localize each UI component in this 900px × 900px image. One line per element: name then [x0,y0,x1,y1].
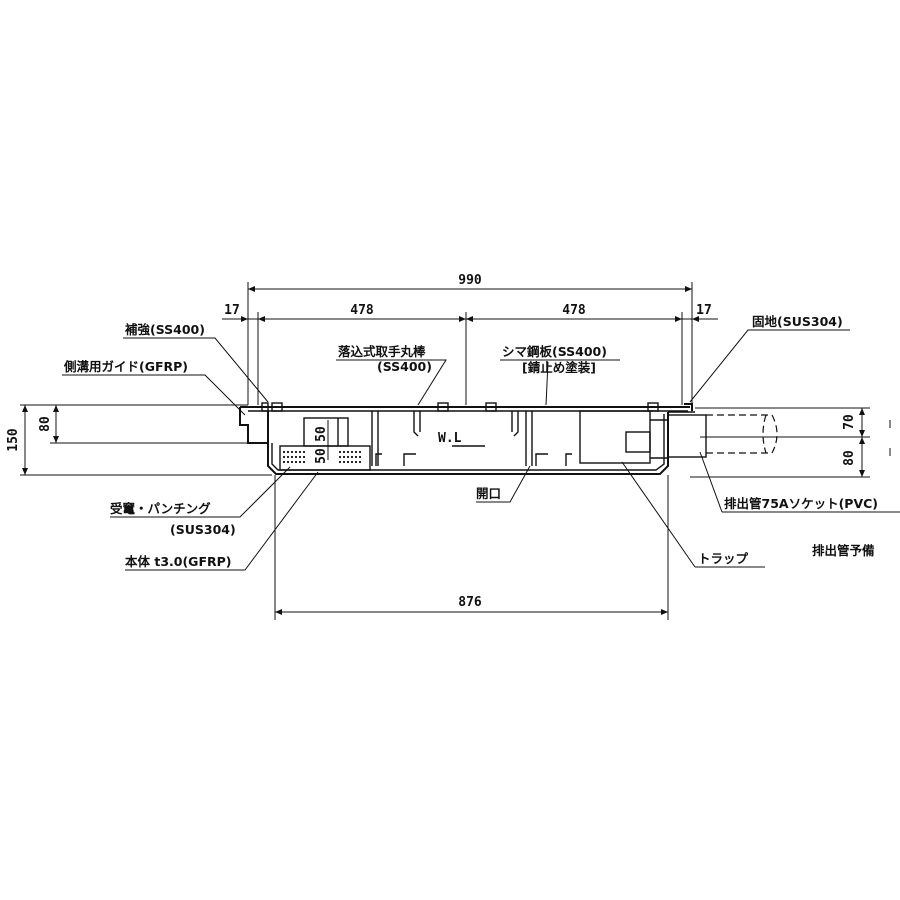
label-reinforcement: 補強(SS400) [124,322,205,337]
mesh-dot [294,460,298,464]
mesh-dot [290,450,294,454]
label-mesh: 受竃・パンチング [110,501,211,516]
dimension-top-spans: 17 478 478 17 [222,303,718,405]
mesh-dot [290,455,294,459]
dim-upper-depth: 80 [38,416,53,432]
mesh-dot [358,450,362,454]
mesh-dot [342,460,346,464]
dim-right-lower: 80 [842,450,857,466]
label-mesh-material: (SUS304) [170,522,236,537]
dim-left-span: 478 [350,303,374,318]
mesh-dot [298,450,302,454]
mesh-dot [354,450,358,454]
water-level-label: W.L [438,431,462,446]
dim-overall-width: 990 [458,273,482,288]
dim-bottom-width: 876 [458,595,482,610]
mesh-dot [282,450,286,454]
mesh-dot [350,450,354,454]
mesh-dot [358,455,362,459]
leader-lines [62,329,900,571]
mesh-dot [338,455,342,459]
dimension-inner: 50 50 [314,420,329,464]
dimension-right: 70 80 [690,407,891,478]
mesh-dot [338,460,342,464]
mesh-dot [302,450,306,454]
dim-right-flange: 17 [696,303,712,318]
mesh-dot [282,455,286,459]
mesh-dot [282,460,286,464]
label-drain-reserve: 排出管予備 [812,543,875,558]
mesh-dot [286,450,290,454]
mesh-dot [298,460,302,464]
mesh-dot [350,455,354,459]
label-handle-bar-material: (SS400) [377,359,432,374]
label-trap: トラップ [698,551,749,566]
dimension-left: 150 80 [6,404,272,476]
mesh-dot [302,460,306,464]
mesh-dot [346,455,350,459]
dim-total-height: 150 [6,428,21,452]
mesh-dot [350,460,354,464]
mesh-dot [346,460,350,464]
drain-body [239,402,778,475]
mesh-dot [290,460,294,464]
dim-inner-b: 50 [314,448,329,464]
dim-right-span: 478 [562,303,586,318]
dim-right-upper: 70 [842,414,857,430]
mesh-dot [358,460,362,464]
label-body: 本体 t3.0(GFRP) [125,554,231,569]
label-opening: 開口 [476,486,501,501]
mesh-dot [342,455,346,459]
mesh-dot [354,460,358,464]
mesh-dot [294,455,298,459]
label-handle-bar: 落込式取手丸棒 [338,344,426,359]
mesh-dot [302,455,306,459]
mesh-dot [342,450,346,454]
mesh-dot [298,455,302,459]
mesh-dot [294,450,298,454]
dim-inner-a: 50 [314,426,329,442]
dim-left-flange: 17 [224,303,240,318]
mesh-dot [286,455,290,459]
label-ground: 固地(SUS304) [752,314,843,329]
label-checker-plate: シマ鋼板(SS400) [502,344,607,359]
label-rust-paint: [錆止め塗装] [522,360,596,375]
label-drain-socket: 排出管75Aソケット(PVC) [724,496,878,511]
mesh-dot [286,460,290,464]
mesh-dot [338,450,342,454]
dimension-bottom: 876 [274,475,669,620]
mesh-dot [354,455,358,459]
label-side-guide: 側溝用ガイド(GFRP) [63,359,188,374]
mesh-dot [346,450,350,454]
dimension-top-overall: 990 [247,273,693,405]
mesh-perforation-dots [282,450,362,464]
